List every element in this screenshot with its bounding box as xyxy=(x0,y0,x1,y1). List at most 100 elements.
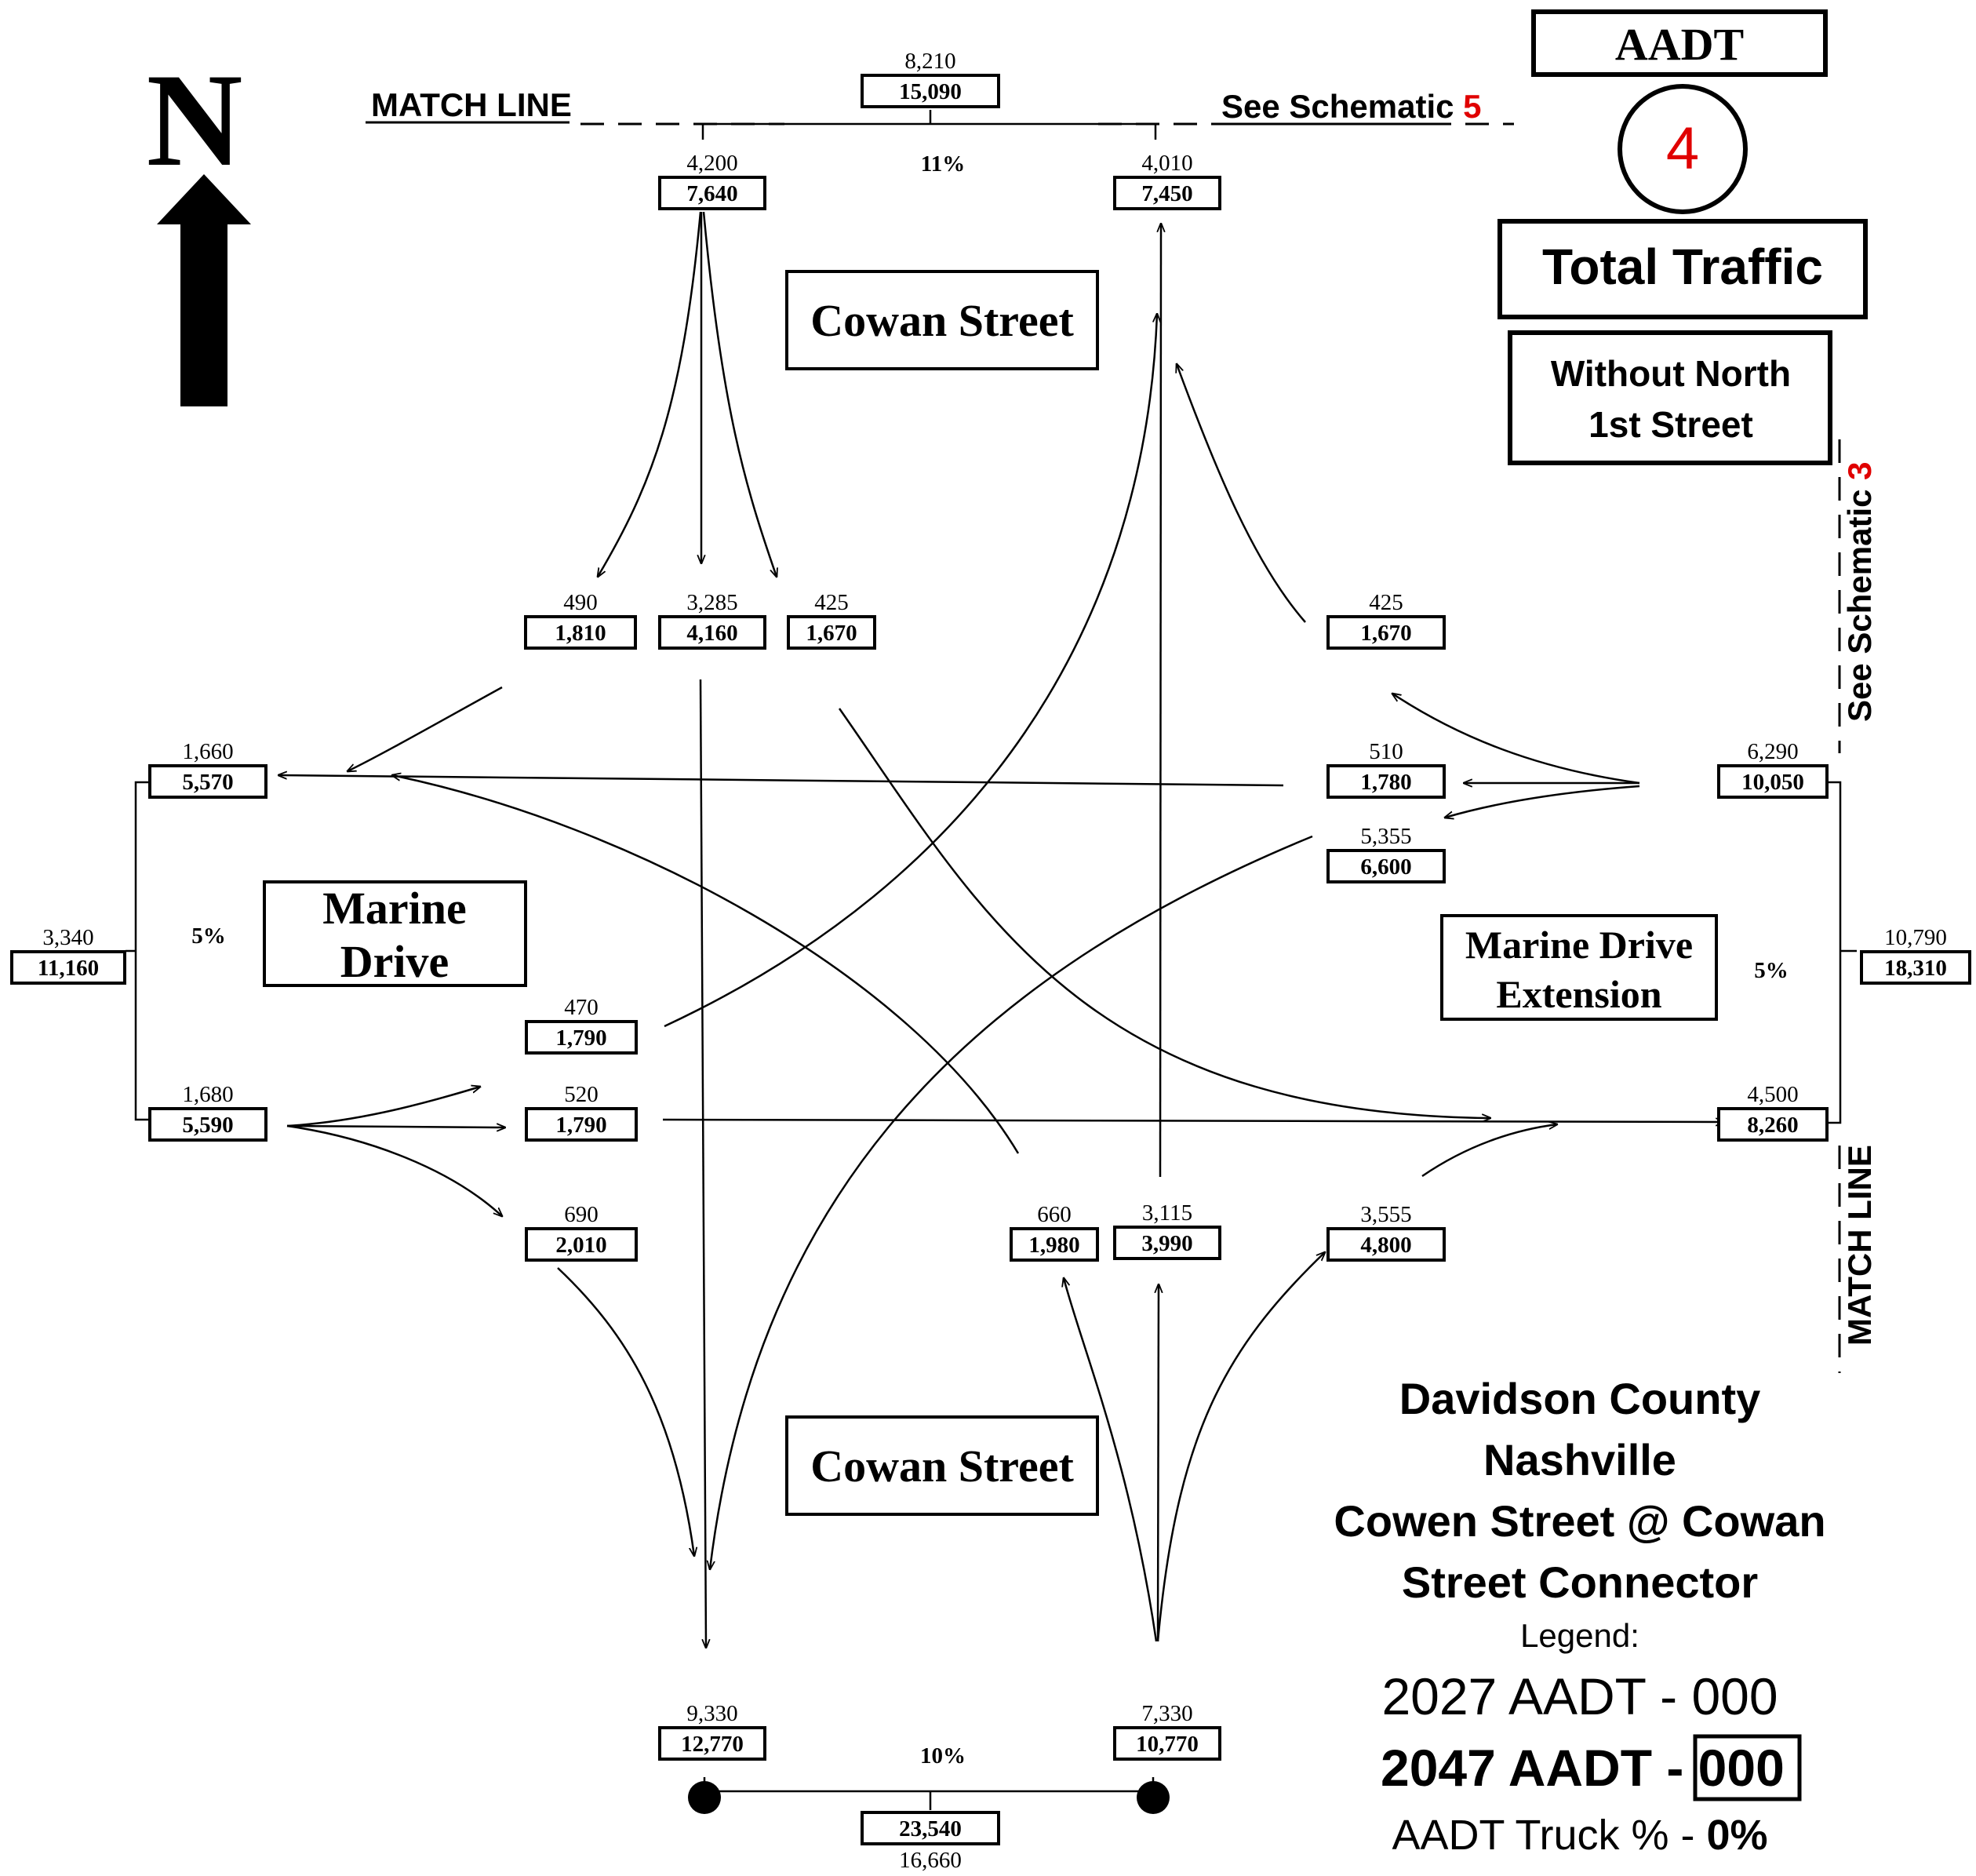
aadt-2047-value: 12,770 xyxy=(681,1732,744,1757)
aadt-2047-value: 10,770 xyxy=(1136,1732,1199,1757)
legend-2027: 2027 AADT - 000 xyxy=(1381,1667,1778,1725)
without-label-2: 1st Street xyxy=(1588,404,1753,445)
volume-box xyxy=(1717,764,1829,799)
volume-box xyxy=(1113,1726,1221,1761)
title-block: Davidson County Nashville Cowen Street @… xyxy=(1307,1374,1853,1876)
aadt-2027-value: 3,555 xyxy=(1360,1202,1411,1227)
street-label-north: Cowan Street xyxy=(785,270,1099,370)
aadt-2047-value: 7,450 xyxy=(1141,181,1192,206)
volume-wb-through: 1,780 510 xyxy=(1326,739,1446,799)
aadt-2047-value: 5,570 xyxy=(182,770,233,795)
aadt-2027-value: 6,290 xyxy=(1747,739,1798,764)
aadt-2027-value: 1,680 xyxy=(182,1082,233,1107)
volume-sb-left: 1,670 425 xyxy=(787,590,876,650)
aadt-2027-value: 690 xyxy=(564,1202,599,1227)
volume-box xyxy=(658,615,766,650)
volume-box xyxy=(148,1107,267,1142)
volume-box xyxy=(525,1107,638,1142)
header-block: AADT 4 Total Traffic Without North 1st S… xyxy=(1497,9,1868,465)
aadt-2047-value: 1,790 xyxy=(555,1025,606,1051)
aadt-2027-value: 4,010 xyxy=(1141,151,1192,176)
legend-2047: 2047 AADT - 000 xyxy=(1381,1739,1785,1797)
intersection-line-2: Street Connector xyxy=(1402,1557,1758,1607)
volume-box xyxy=(1717,1107,1829,1142)
aadt-2027-value: 1,660 xyxy=(182,739,233,764)
see-schematic-top: See Schematic 5 xyxy=(1221,88,1482,125)
aadt-2047-value: 7,640 xyxy=(686,181,737,206)
volume-west-west-out: 5,570 1,660 xyxy=(148,739,267,799)
aadt-2047-value: 11,160 xyxy=(38,956,99,981)
aadt-2047-value: 15,090 xyxy=(899,79,962,104)
legend-label: Legend: xyxy=(1520,1617,1639,1654)
volume-box xyxy=(1113,1226,1221,1260)
aadt-2047-value: 3,990 xyxy=(1141,1231,1192,1256)
svg-text:Cowan Street: Cowan Street xyxy=(810,1441,1074,1492)
volume-layer: 15,0908,2107,6404,2007,4504,0101,8104904… xyxy=(10,49,1971,1873)
intersection-line-1: Cowen Street @ Cowan xyxy=(1334,1496,1825,1546)
match-line-label-top: MATCH LINE xyxy=(371,86,572,123)
aadt-2027-value: 520 xyxy=(564,1082,599,1107)
north-arrow-icon xyxy=(157,174,251,406)
pct-east: 5% xyxy=(1754,958,1789,983)
street-label-south: Cowan Street xyxy=(785,1415,1099,1516)
legend-truck: AADT Truck % - 0% xyxy=(1392,1812,1767,1859)
svg-text:Drive: Drive xyxy=(340,936,449,987)
volume-box xyxy=(525,1020,638,1055)
aadt-2047-value: 4,160 xyxy=(686,621,737,646)
schematic-number: 4 xyxy=(1666,115,1699,182)
rev-date: Rev Date: February 18, 2026 xyxy=(1307,1869,1853,1876)
aadt-2027-value: 510 xyxy=(1369,739,1403,764)
aadt-2047-value: 1,780 xyxy=(1360,770,1411,795)
legend-2047-box xyxy=(1693,1734,1802,1801)
aadt-2047-value: 2,010 xyxy=(555,1233,606,1258)
volume-north-north-out: 7,450 4,010 xyxy=(1113,151,1221,210)
volume-box xyxy=(787,615,876,650)
svg-text:Marine Drive: Marine Drive xyxy=(1465,923,1693,967)
volume-box xyxy=(861,74,1000,108)
volume-box xyxy=(148,764,267,799)
aadt-2047-value: 1,670 xyxy=(806,621,857,646)
volume-box xyxy=(1326,1227,1446,1262)
aadt-2047-value: 18,310 xyxy=(1884,956,1947,981)
match-line-label-right: MATCH LINE xyxy=(1841,1145,1878,1346)
aadt-2047-value: 4,800 xyxy=(1360,1233,1411,1258)
volume-box xyxy=(1860,950,1971,985)
brackets xyxy=(126,110,1857,1814)
volume-eb-right: 2,010 690 xyxy=(525,1202,638,1262)
svg-text:Extension: Extension xyxy=(1496,972,1661,1016)
pct-south: 10% xyxy=(920,1743,966,1769)
volume-south-south-out: 12,770 9,330 xyxy=(658,1701,766,1761)
aadt-2027-value: 3,115 xyxy=(1142,1200,1192,1226)
volume-box xyxy=(1113,176,1221,210)
aadt-2047-value: 10,050 xyxy=(1741,770,1804,795)
volume-nb-through: 3,990 3,115 xyxy=(1113,1200,1221,1260)
volume-box xyxy=(861,1811,1000,1845)
north-arrow: N xyxy=(147,46,251,406)
svg-text:Marine: Marine xyxy=(322,883,467,934)
see-schematic-right: See Schematic 3 xyxy=(1841,461,1878,722)
volume-box xyxy=(1010,1227,1099,1262)
aadt-2027-value: 9,330 xyxy=(686,1701,737,1726)
aadt-2047-value: 6,600 xyxy=(1360,854,1411,880)
aadt-2047-value: 1,670 xyxy=(1360,621,1411,646)
aadt-2027-value: 4,200 xyxy=(686,151,737,176)
volume-box xyxy=(658,1726,766,1761)
svg-text:Cowan Street: Cowan Street xyxy=(810,295,1074,346)
aadt-2027-value: 425 xyxy=(814,590,849,615)
aadt-2047-value: 8,260 xyxy=(1747,1113,1798,1138)
volume-box xyxy=(525,1227,638,1262)
volume-north-south-in: 7,640 4,200 xyxy=(658,151,766,210)
north-letter: N xyxy=(147,46,243,194)
aadt-2027-value: 4,500 xyxy=(1747,1082,1798,1107)
aadt-2027-value: 425 xyxy=(1369,590,1403,615)
volume-box xyxy=(1326,764,1446,799)
volume-nb-right: 4,800 3,555 xyxy=(1326,1202,1446,1262)
street-label-east: Marine Drive Extension xyxy=(1440,914,1718,1021)
